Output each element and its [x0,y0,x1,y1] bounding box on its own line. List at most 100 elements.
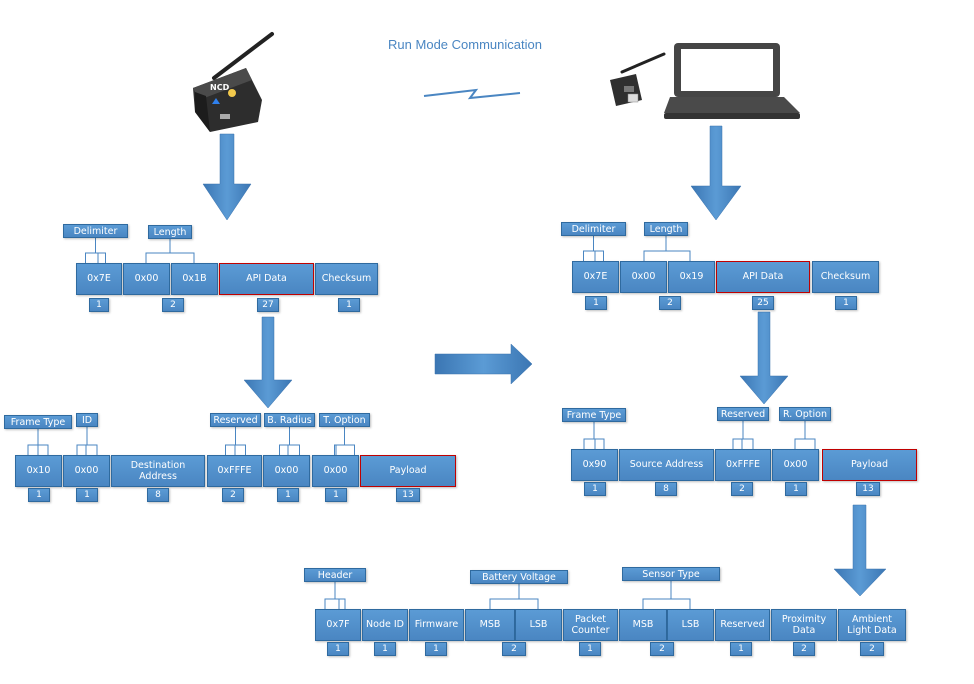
payload-byte-count: 1 [579,642,601,656]
rx-api-field: 0x90 [571,449,618,481]
tx-api-field: 0x10 [15,455,62,487]
tx-api-field: Destination Address [111,455,205,487]
rx-api-byte-count: 13 [856,482,880,496]
payload-byte-count: 2 [793,642,815,656]
rx-frame-field: 0x00 [620,261,667,293]
label-bracket [643,250,691,261]
rx-api-byte-count: 2 [731,482,753,496]
label-bracket [642,598,691,609]
laptop-icon [664,43,800,119]
payload-field: Firmware [409,609,464,641]
tx-api-field: 0x00 [263,455,310,487]
rx-api-field: Source Address [619,449,714,481]
label-bracket [732,438,754,449]
tx-api-byte-count: 1 [325,488,347,502]
payload-field: Ambient Light Data [838,609,906,641]
payload-byte-count: 2 [860,642,884,656]
rx-api-byte-count: 8 [655,482,677,496]
tx-frame-field: 0x1B [171,263,218,295]
tx-api-byte-count: 1 [76,488,98,502]
label-bracket [794,438,816,449]
rx-api-label: Reserved [717,407,769,421]
tx-api-label: Frame Type [4,415,72,429]
label-bracket [76,444,98,455]
payload-field: MSB [619,609,667,641]
wireless-sensor-icon [193,32,274,132]
down-arrow-laptop [690,125,742,221]
tx-api-byte-count: 2 [222,488,244,502]
label-bracket [279,444,300,455]
payload-label: Sensor Type [622,567,720,581]
tx-frame-field: 0x7E [76,263,122,295]
rx-frame-byte-count: 25 [752,296,774,310]
tx-api-label: Reserved [210,413,261,427]
rx-frame-field: 0x7E [572,261,619,293]
rx-api-label: R. Option [779,407,831,421]
down-arrow-sensor [202,133,252,221]
payload-field: LSB [515,609,562,641]
down-arrow-rx-api [739,311,789,405]
tx-api-byte-count: 1 [277,488,299,502]
tx-api-byte-count: 8 [147,488,169,502]
rx-api-label: Frame Type [562,408,626,422]
payload-byte-count: 1 [374,642,396,656]
tx-frame-field: 0x00 [123,263,170,295]
label-bracket [225,444,246,455]
payload-label: Header [304,568,366,582]
tx-frame-field: Checksum [315,263,378,295]
rx-frame-field: API Data [716,261,810,293]
label-bracket [583,438,605,449]
label-bracket [145,252,195,263]
usb-modem-icon [610,52,666,106]
payload-byte-count: 1 [425,642,447,656]
tx-frame-label: Length [148,225,192,239]
right-arrow-transfer [434,343,533,385]
rx-api-field: 0x00 [772,449,819,481]
label-bracket [324,598,346,609]
rx-frame-byte-count: 1 [835,296,857,310]
tx-api-byte-count: 13 [396,488,420,502]
payload-byte-count: 2 [650,642,674,656]
tx-api-label: ID [76,413,98,427]
payload-byte-count: 1 [327,642,349,656]
tx-frame-byte-count: 1 [338,298,360,312]
payload-field: Reserved [715,609,770,641]
tx-api-label: B. Radius [264,413,315,427]
down-arrow-tx-api [243,316,293,409]
device-logo-text: NCD [210,83,230,92]
down-arrow-payload [833,504,887,597]
rx-api-byte-count: 1 [584,482,606,496]
payload-byte-count: 1 [730,642,752,656]
tx-frame-byte-count: 2 [162,298,184,312]
diagram-title: Run Mode Communication [388,37,542,52]
rx-frame-field: 0x19 [668,261,715,293]
rx-api-field: Payload [822,449,917,481]
tx-api-field: Payload [360,455,456,487]
rx-frame-byte-count: 2 [659,296,681,310]
tx-frame-field: API Data [219,263,314,295]
payload-byte-count: 2 [502,642,526,656]
payload-field: Packet Counter [563,609,618,641]
tx-api-field: 0x00 [63,455,110,487]
rx-api-byte-count: 1 [785,482,807,496]
rx-frame-byte-count: 1 [585,296,607,310]
tx-api-field: 0x00 [312,455,359,487]
payload-field: MSB [465,609,515,641]
wireless-link-icon [423,88,521,100]
label-bracket [27,444,49,455]
label-bracket [583,250,604,261]
payload-field: Node ID [362,609,408,641]
rx-api-field: 0xFFFE [715,449,771,481]
tx-frame-byte-count: 1 [89,298,109,312]
rx-frame-label: Delimiter [561,222,626,236]
payload-field: Proximity Data [771,609,837,641]
payload-field: 0x7F [315,609,361,641]
payload-field: LSB [667,609,714,641]
label-bracket [334,444,355,455]
payload-label: Battery Voltage [470,570,568,584]
tx-frame-byte-count: 27 [257,298,279,312]
tx-frame-label: Delimiter [63,224,128,238]
rx-frame-field: Checksum [812,261,879,293]
rx-frame-label: Length [644,222,688,236]
label-bracket [489,598,539,609]
